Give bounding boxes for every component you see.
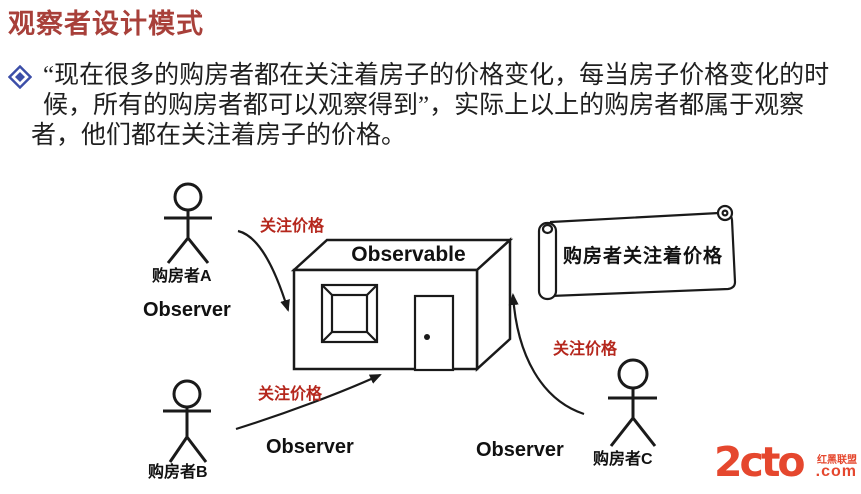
buyer-b-action-label: 关注价格: [258, 386, 323, 403]
intro-line-1: “现在很多的购房者都在关注着房子的价格变化，每当房子价格变化的时: [43, 62, 830, 89]
house-window: [320, 283, 379, 344]
buyer-c-role: Observer: [476, 439, 564, 461]
intro-paragraph: “现在很多的购房者都在关注着房子的价格变化，每当房子价格变化的时 候，所有的购房…: [0, 61, 861, 151]
observable-label: Observable: [351, 243, 466, 266]
buyer-a-role: Observer: [143, 299, 231, 321]
stick-figure-buyer-c: [608, 358, 657, 447]
buyer-a-name: 购房者A: [152, 268, 212, 285]
logo-tagline: 红黑联盟: [817, 455, 857, 466]
buyer-a-action-label: 关注价格: [260, 218, 325, 235]
house-door: [413, 294, 455, 372]
watermark-logo: 2cto 红黑联盟 .com: [706, 438, 858, 488]
page-title: 观察者设计模式: [8, 9, 204, 39]
arrow-buyer-b-to-observable: [235, 374, 382, 431]
intro-line-2: 候，所有的购房者都可以观察得到”，实际上以上的购房者都属于观察: [43, 92, 805, 119]
logo-domain-suffix: .com: [815, 463, 857, 480]
scroll-left-roll: [537, 221, 558, 301]
scroll-note-text: 购房者关注着价格: [563, 246, 724, 267]
buyer-b-name: 购房者B: [148, 464, 208, 481]
stick-figure-buyer-a: [164, 182, 212, 264]
arrows: [235, 229, 585, 431]
note-scroll: [537, 204, 737, 301]
stick-figure-buyer-b: [163, 379, 211, 463]
diamond-bullet-icon: [8, 65, 32, 89]
buyer-c-action-label: 关注价格: [553, 341, 618, 358]
door-knob: [424, 334, 430, 340]
buyer-c-name: 购房者C: [593, 451, 653, 468]
intro-line-3: 者，他们都在关注着房子的价格。: [31, 122, 407, 149]
buyer-b-role: Observer: [266, 436, 354, 458]
logo-brand-text: 2cto: [714, 438, 806, 486]
arrow-buyer-a-to-observable: [237, 229, 290, 312]
arrow-buyer-c-to-observable: [508, 293, 585, 416]
